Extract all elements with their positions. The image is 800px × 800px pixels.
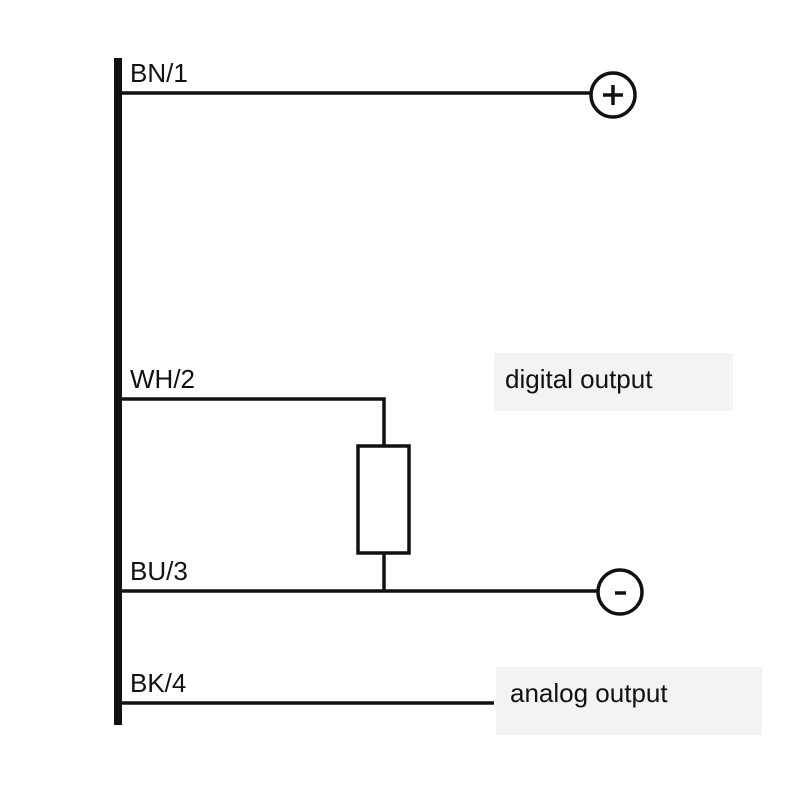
wire-label-bk4: BK/4 [130,668,186,698]
wire-label-wh2: WH/2 [130,364,195,394]
wire-label-bu3: BU/3 [130,556,188,586]
minus-terminal-icon [596,568,644,616]
cable-bus [114,58,122,725]
digital-output-box [494,353,733,411]
digital-output-label: digital output [505,364,653,394]
wire-label-bn1: BN/1 [130,58,188,88]
analog-output-box [496,667,762,735]
load-resistor-icon [356,444,411,555]
analog-output-label: analog output [510,678,668,708]
plus-terminal-icon [589,71,637,119]
wire-wh2 [118,397,386,446]
